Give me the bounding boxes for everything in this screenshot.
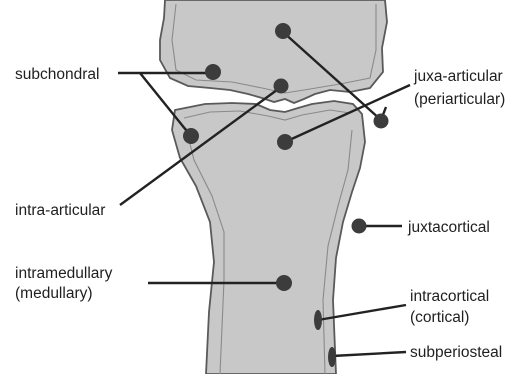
marker-intra-articular — [274, 79, 289, 94]
label-subperiosteal: subperiosteal — [410, 344, 502, 361]
label-intra-articular: intra-articular — [15, 202, 105, 219]
label-juxtacortical: juxtacortical — [407, 219, 490, 236]
marker-subchondral-upper — [205, 64, 221, 80]
lower-bone-shape — [172, 101, 365, 374]
upper-bone-shape — [160, 0, 387, 103]
marker-upper-medullary — [275, 23, 291, 39]
marker-intracortical — [314, 310, 322, 330]
lower-bone — [172, 101, 365, 374]
label-subchondral: subchondral — [15, 66, 99, 83]
label-intracortical: intracortical — [410, 288, 489, 305]
label-periarticular: (periarticular) — [414, 91, 505, 108]
marker-periarticular — [374, 114, 389, 129]
label-intramedullary: intramedullary — [15, 265, 113, 282]
label-juxta-articular: juxa-articular — [413, 68, 503, 85]
label-cortical: (cortical) — [410, 309, 469, 326]
subperiosteal-leader — [332, 352, 406, 356]
marker-juxta-articular-epiphysis — [277, 134, 293, 150]
upper-bone — [160, 0, 387, 103]
marker-subperiosteal — [328, 347, 336, 367]
marker-juxtacortical — [352, 219, 367, 234]
label-medullary: (medullary) — [15, 285, 93, 302]
marker-intramedullary — [276, 275, 292, 291]
marker-subchondral-lower — [183, 128, 199, 144]
